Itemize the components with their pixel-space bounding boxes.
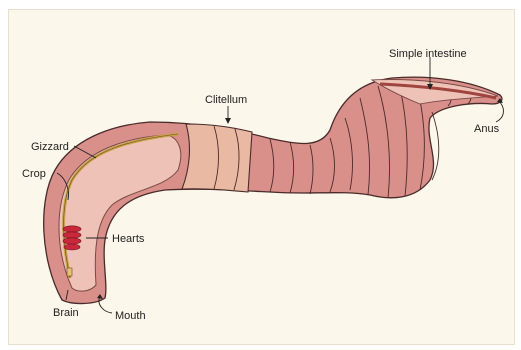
label-mouth: Mouth (115, 310, 146, 322)
brain (67, 268, 72, 276)
label-brain: Brain (53, 307, 79, 319)
label-anus: Anus (474, 123, 500, 135)
clitellum-band (182, 124, 252, 192)
label-gizzard: Gizzard (31, 141, 69, 153)
label-hearts: Hearts (112, 233, 145, 245)
label-simple-intestine: Simple intestine (389, 48, 467, 60)
label-crop: Crop (22, 168, 46, 180)
label-clitellum: Clitellum (205, 94, 247, 106)
